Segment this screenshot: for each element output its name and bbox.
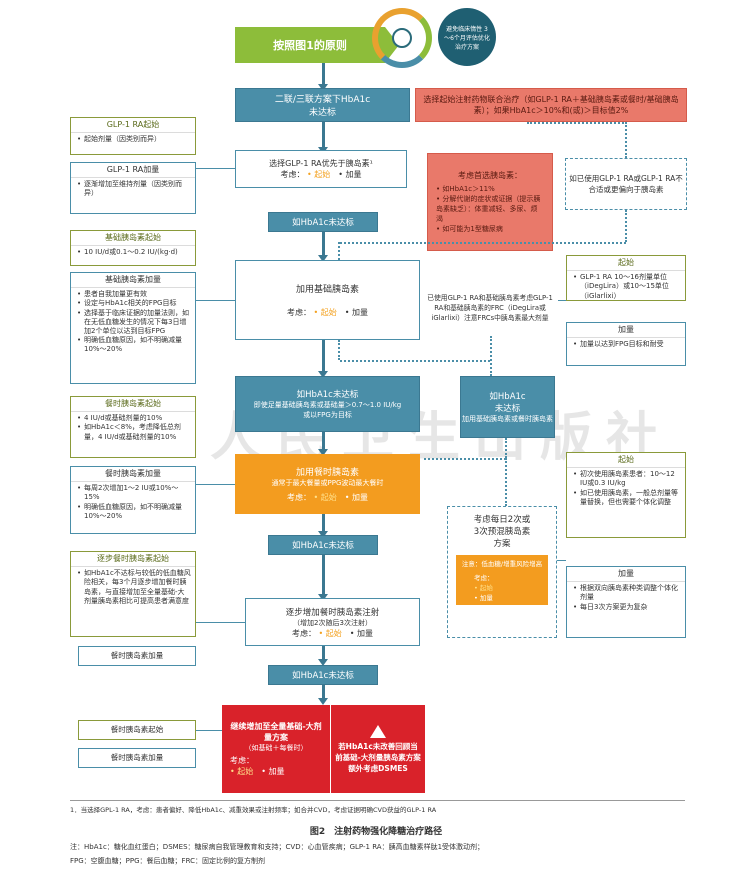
node-hba1c-check-3: 如HbA1c未达标 [268, 535, 378, 555]
arrow-6 [318, 514, 328, 538]
panel-basal-titrate: 基础胰岛素加量 患者自我加量更有效 设定与HbA1c相关的FPG目标 选择基于临… [70, 272, 196, 384]
node-uncontrolled: 二联/三联方案下HbA1c 未达标 [235, 88, 410, 122]
node-premix: 考虑每日2次或 3次预混胰岛素 方案 注意：低血糖/增重风险增高 考虑： • 起… [447, 506, 557, 638]
panel-prandial-start: 餐时胰岛素起始 4 IU/d或基础剂量的10% 如HbA1c＜8%，考虑降低总剂… [70, 396, 196, 458]
dotted-far-left [340, 242, 626, 244]
footer-rule [70, 800, 685, 801]
panel-glp-start: GLP-1 RA起始 起始剂量（因类别而异） [70, 117, 196, 155]
dotted-frc-down [490, 336, 492, 376]
arrow-7 [318, 555, 328, 601]
panel-basal-start: 基础胰岛素起始 10 IU/d或0.1～0.2 IU/(kg·d) [70, 230, 196, 266]
arrow-8 [318, 646, 328, 666]
node-review-dsmes: 若HbA1c未改善回顾当前基础-大剂量胰岛素方案额外考虑DSMES [330, 705, 425, 793]
arrow-4 [318, 340, 328, 378]
footnote: 1．当选择GPL-1 RA，考虑：患者偏好、降低HbA1c、减重效果或注射频率；… [70, 806, 437, 814]
abbrev-line-1: 注：HbA1c：糖化血红蛋白；DSMES：糖尿病自我管理教育和支持；CVD：心血… [70, 843, 485, 851]
connector-frc [558, 300, 566, 301]
start-box: 按照图1的原则 [235, 27, 385, 63]
connector-basal [196, 300, 235, 301]
node-full-basal-bolus: 继续增加至全量基础-大剂量方案 （如基础＋每餐时） 考虑： • 起始 • 加量 [222, 705, 330, 793]
connector-prandial [196, 484, 235, 485]
node-add-prandial: 加用餐时胰岛素 通常于最大餐量或PPG波动最大餐时 考虑： • 起始 • 加量 [235, 454, 420, 514]
person-icon [392, 28, 412, 48]
dotted-basal-right [340, 360, 490, 362]
connector-glp [196, 168, 235, 169]
node-prefer-insulin: 考虑首选胰岛素： • 如HbA1c＞11% • 分解代谢的症状或证据（提示胰岛素… [427, 153, 553, 251]
connector-stepwise [196, 622, 245, 623]
node-hba1c-check-2: 如HbA1c未达标 即使足量基础胰岛素或基础量＞0.7～1.0 IU/kg 或以… [235, 376, 420, 432]
panel-premix-titrate: 加量 根据双向胰岛素种类调整个体化剂量 每日3次方案更为复杂 [566, 566, 686, 638]
connector-final [196, 730, 222, 731]
panel-stepwise-start: 逐步餐时胰岛素起始 如HbA1c不达标与较低的低血糖风险相关，每3个月逐步增加餐… [70, 551, 196, 637]
node-add-basal: 加用基础胰岛素 考虑： • 起始 • 加量 [235, 260, 420, 340]
connector-premix [557, 560, 566, 561]
figure-title: 图2 注射药物强化降糖治疗路径 [309, 827, 443, 837]
panel-final-start: 餐时胰岛素起始 [78, 720, 196, 740]
panel-final-titrate: 餐时胰岛素加量 [78, 748, 196, 768]
panel-frc-titrate: 加量 加量以达到FPG目标和耐受 [566, 322, 686, 366]
dotted-basal-up [338, 340, 340, 360]
panel-prandial-titrate: 餐时胰岛素加量 每周2次增加1～2 IU或10%～15% 明确低血糖原因，如不明… [70, 466, 196, 534]
panel-glp-titrate: GLP-1 RA加量 逐渐增加至维持剂量（因类别而异） [70, 162, 196, 214]
review-circle: 避免临床惰性 3～6个月评估优化治疗方案 [438, 8, 496, 66]
premix-note: 注意：低血糖/增重风险增高 考虑： • 起始 • 加量 [456, 555, 548, 605]
node-prefer-glp: 选择GLP-1 RA优先于胰岛素¹ 考虑： • 起始 • 加量 [235, 150, 407, 188]
dotted-teal-down [505, 438, 507, 458]
arrow-2 [318, 122, 328, 154]
panel-stepwise-titrate: 餐时胰岛素加量 [78, 646, 196, 666]
node-frc: 已使用GLP-1 RA和基础胰岛素考虑GLP-1 RA和基础胰岛素的FRC（iD… [427, 294, 553, 322]
abbrev-line-2: FPG：空腹血糖；PPG：餐后血糖；FRC：固定比例的复方制剂 [70, 857, 265, 865]
arrow-3 [318, 232, 328, 262]
node-hba1c-check-4: 如HbA1c未达标 [268, 665, 378, 685]
cycle-icon [372, 8, 432, 68]
warning-icon [370, 724, 386, 738]
panel-premix-start: 起始 初次使用胰岛素患者：10～12 IU或0.3 IU/kg 如已使用胰岛素，… [566, 452, 686, 538]
arrow-5 [318, 432, 328, 456]
node-injectable-combo: 选择起始注射药物联合治疗（如GLP-1 RA＋基础胰岛素或餐时/基础胰岛素）；如… [415, 88, 687, 122]
dotted-from-salmon [527, 122, 627, 124]
node-add-basal-or-prandial: 如HbA1c 未达标 加用基础胰岛素或餐时胰岛素 [460, 376, 555, 438]
dotted-far-down [625, 122, 627, 158]
node-stepwise-prandial: 逐步增加餐时胰岛素注射 （增加2次随后3次注射） 考虑： • 起始 • 加量 [245, 598, 420, 646]
arrow-1 [318, 63, 328, 91]
dotted-to-premix [505, 458, 507, 506]
node-hba1c-check-1: 如HbA1c未达标 [268, 212, 378, 232]
dotted-to-prandial [424, 458, 506, 460]
dotted-to-basal [338, 242, 340, 260]
panel-frc-start: 起始 GLP-1 RA 10～16剂量单位（iDegLira）或10～15单位（… [566, 255, 686, 301]
dotted-far-down2 [625, 210, 627, 242]
arrow-9 [318, 685, 328, 705]
node-glp-unsuitable: 如已使用GLP-1 RA或GLP-1 RA不合适或更偏向于胰岛素 [565, 158, 687, 210]
